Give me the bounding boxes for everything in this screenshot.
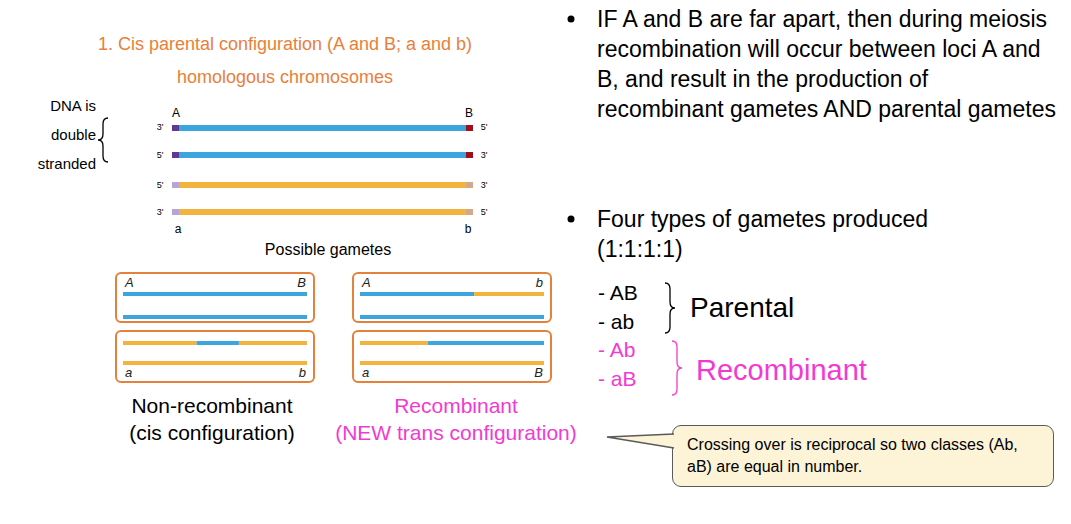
strand-cap xyxy=(172,152,179,158)
bullet-text: IF A and B are far apart, then during me… xyxy=(597,4,1057,124)
allele-label: A xyxy=(362,276,371,290)
dna-strand xyxy=(428,341,544,345)
allele-label: A xyxy=(125,276,134,290)
gamete-type: - aB xyxy=(598,366,637,391)
locus-label: A xyxy=(172,106,180,120)
brace xyxy=(98,118,108,162)
strand-cap xyxy=(466,209,473,215)
gamete-type: - Ab xyxy=(598,337,635,362)
strand-cap xyxy=(172,125,179,131)
slide-title: 1. Cis parental configuration (A and B; … xyxy=(95,28,475,94)
chromosome-pair xyxy=(172,125,473,215)
gamete-chromosomes xyxy=(354,274,550,321)
gamete-chromosomes xyxy=(354,332,550,381)
caption: (NEW trans configuration) xyxy=(335,420,577,445)
gamete-type: - ab xyxy=(598,309,634,334)
caption: Non-recombinant xyxy=(131,393,292,418)
locus-label: b xyxy=(465,222,472,236)
brace xyxy=(665,283,675,333)
bullet-text: Four types of gametes produced (1:1:1:1) xyxy=(597,204,957,264)
strand-cap xyxy=(466,152,473,158)
dna-strand xyxy=(360,315,544,319)
strand-end: 5' xyxy=(157,180,164,191)
gamete-box: ab xyxy=(115,330,315,383)
dna-strand xyxy=(123,341,197,345)
section-label: Possible gametes xyxy=(265,240,391,259)
dna-strand xyxy=(172,209,473,215)
strand-cap xyxy=(466,182,473,188)
allele-label: b xyxy=(536,276,543,290)
gamete-chromosomes xyxy=(117,274,313,321)
strand-cap xyxy=(172,182,179,188)
dna-strand xyxy=(360,341,428,345)
group-label: Recombinant xyxy=(696,353,867,388)
callout-pointer xyxy=(607,434,676,448)
dna-strand xyxy=(172,182,473,188)
caption: Recombinant xyxy=(394,393,518,418)
gamete-box: AB xyxy=(115,272,315,323)
strand-end: 5' xyxy=(481,122,488,133)
strand-end: 3' xyxy=(481,180,488,191)
gamete-type: - AB xyxy=(598,280,638,305)
gamete-chromosomes xyxy=(117,332,313,381)
dna-strand xyxy=(360,361,544,365)
strand-end: 3' xyxy=(157,207,164,218)
dna-strand xyxy=(474,292,544,296)
strand-cap xyxy=(172,209,179,215)
brace xyxy=(672,341,682,395)
locus-label: a xyxy=(175,222,182,236)
allele-label: B xyxy=(534,366,543,380)
allele-label: a xyxy=(125,366,132,380)
allele-label: b xyxy=(299,366,306,380)
callout-pointer xyxy=(607,434,674,448)
dna-strand xyxy=(172,152,473,158)
locus-label: B xyxy=(465,106,473,120)
strand-end: 5' xyxy=(481,207,488,218)
bullet xyxy=(568,216,575,223)
group-label: Parental xyxy=(690,291,794,325)
dna-strand xyxy=(172,125,473,131)
dna-strand xyxy=(360,292,474,296)
bullet xyxy=(568,16,575,23)
dna-note: DNA is double stranded xyxy=(30,91,96,178)
dna-strand xyxy=(123,361,307,365)
allele-label: B xyxy=(297,276,306,290)
dna-strand xyxy=(123,292,307,296)
allele-label: a xyxy=(362,366,369,380)
gamete-box: Ab xyxy=(352,272,552,323)
callout-text: Crossing over is reciprocal so two class… xyxy=(687,434,1039,478)
caption: (cis configuration) xyxy=(129,420,295,445)
strand-end: 5' xyxy=(157,150,164,161)
strand-end: 3' xyxy=(157,122,164,133)
dna-strand xyxy=(123,315,307,319)
dna-strand xyxy=(239,341,307,345)
callout-box: Crossing over is reciprocal so two class… xyxy=(672,425,1054,487)
strand-cap xyxy=(466,125,473,131)
strand-end: 3' xyxy=(481,150,488,161)
gamete-box: aB xyxy=(352,330,552,383)
dna-strand xyxy=(197,341,239,345)
